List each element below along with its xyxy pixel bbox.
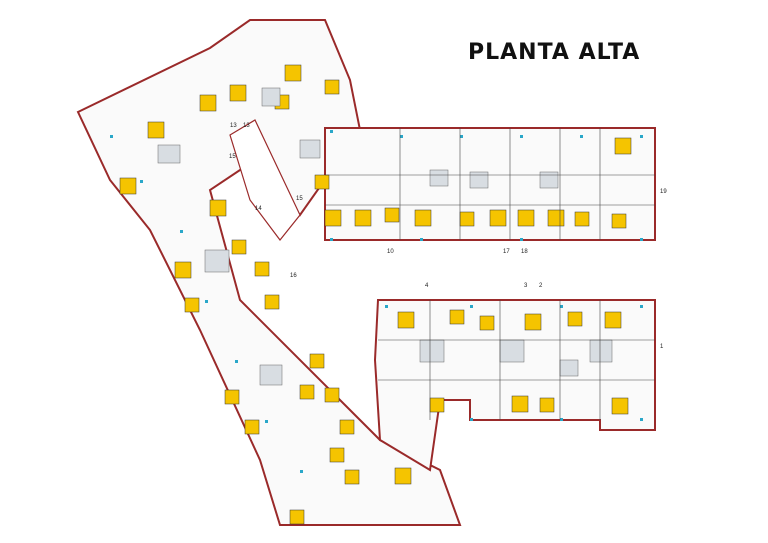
bed-icon bbox=[539, 397, 555, 413]
bed-icon bbox=[397, 311, 415, 329]
column bbox=[470, 418, 473, 421]
bed-icon bbox=[324, 79, 340, 95]
column bbox=[640, 135, 643, 138]
bed-icon bbox=[511, 395, 529, 413]
bed-icon bbox=[264, 294, 280, 310]
unit-number-label: 1 bbox=[660, 344, 664, 350]
rooms-layer bbox=[110, 64, 655, 525]
column bbox=[560, 418, 563, 421]
column bbox=[330, 130, 333, 133]
bed-icon bbox=[314, 174, 330, 190]
bed-icon bbox=[384, 207, 400, 223]
bathroom bbox=[157, 144, 181, 164]
unit-number-label: 4 bbox=[425, 283, 429, 289]
bathroom bbox=[539, 171, 559, 189]
bed-icon bbox=[147, 121, 165, 139]
bed-icon bbox=[254, 261, 270, 277]
bed-icon bbox=[479, 315, 495, 331]
bathroom bbox=[259, 364, 283, 386]
unit-number-label: 16 bbox=[290, 273, 297, 279]
unit-number-label: 17 bbox=[503, 249, 510, 255]
bed-icon bbox=[344, 469, 360, 485]
bathroom bbox=[204, 249, 230, 273]
bathroom bbox=[589, 339, 613, 363]
bed-icon bbox=[354, 209, 372, 227]
bathroom bbox=[299, 139, 321, 159]
bed-icon bbox=[339, 419, 355, 435]
bathroom bbox=[419, 339, 445, 363]
bed-icon bbox=[229, 84, 247, 102]
column bbox=[520, 238, 523, 241]
unit-number-label: 3 bbox=[524, 283, 528, 289]
column bbox=[140, 180, 143, 183]
unit-number-label: 13 bbox=[243, 123, 250, 129]
bed-icon bbox=[449, 309, 465, 325]
bathroom bbox=[261, 87, 281, 107]
column bbox=[300, 470, 303, 473]
unit-number-label: 10 bbox=[387, 249, 394, 255]
column bbox=[640, 238, 643, 241]
bed-icon bbox=[459, 211, 475, 227]
unit-number-label: 13 bbox=[230, 123, 237, 129]
bed-icon bbox=[199, 94, 217, 112]
bed-icon bbox=[489, 209, 507, 227]
column bbox=[110, 135, 113, 138]
bed-icon bbox=[611, 397, 629, 415]
unit-number-label: 2 bbox=[539, 283, 543, 289]
bed-icon bbox=[524, 313, 542, 331]
plan-title: PLANTA ALTA bbox=[468, 40, 641, 65]
column bbox=[460, 135, 463, 138]
unit-number-label: 15 bbox=[229, 154, 236, 160]
bed-icon bbox=[547, 209, 565, 227]
bed-icon bbox=[184, 297, 200, 313]
bottom-right-block bbox=[373, 299, 656, 472]
column bbox=[400, 135, 403, 138]
column bbox=[385, 305, 388, 308]
bathroom bbox=[559, 359, 579, 377]
column bbox=[420, 238, 423, 241]
bed-icon bbox=[517, 209, 535, 227]
unit-number-label: 15 bbox=[296, 196, 303, 202]
bathroom bbox=[429, 169, 449, 187]
bed-icon bbox=[329, 447, 345, 463]
column bbox=[180, 230, 183, 233]
unit-number-label: 14 bbox=[255, 206, 262, 212]
column bbox=[265, 420, 268, 423]
column bbox=[640, 418, 643, 421]
bed-icon bbox=[284, 64, 302, 82]
column bbox=[520, 135, 523, 138]
bed-icon bbox=[324, 209, 342, 227]
bathroom bbox=[499, 339, 525, 363]
unit-labels-layer: 13 13 15 14 15 16 10 17 18 19 4 3 2 1 bbox=[229, 123, 667, 350]
bed-icon bbox=[244, 419, 260, 435]
column bbox=[205, 300, 208, 303]
bed-icon bbox=[289, 509, 305, 525]
bed-icon bbox=[567, 311, 583, 327]
bed-icon bbox=[299, 384, 315, 400]
bed-icon bbox=[414, 209, 432, 227]
bed-icon bbox=[174, 261, 192, 279]
bed-icon bbox=[394, 467, 412, 485]
column bbox=[235, 360, 238, 363]
column bbox=[470, 305, 473, 308]
bed-icon bbox=[614, 137, 632, 155]
column bbox=[640, 305, 643, 308]
bed-icon bbox=[209, 199, 227, 217]
bed-icon bbox=[574, 211, 590, 227]
column bbox=[330, 238, 333, 241]
bed-icon bbox=[429, 397, 445, 413]
bed-icon bbox=[604, 311, 622, 329]
bed-icon bbox=[309, 353, 325, 369]
column bbox=[580, 135, 583, 138]
bed-icon bbox=[231, 239, 247, 255]
bed-icon bbox=[224, 389, 240, 405]
bed-icon bbox=[324, 387, 340, 403]
unit-number-label: 18 bbox=[521, 249, 528, 255]
unit-number-label: 19 bbox=[660, 189, 667, 195]
bed-icon bbox=[119, 177, 137, 195]
column bbox=[560, 305, 563, 308]
bathroom bbox=[469, 171, 489, 189]
bed-icon bbox=[611, 213, 627, 229]
